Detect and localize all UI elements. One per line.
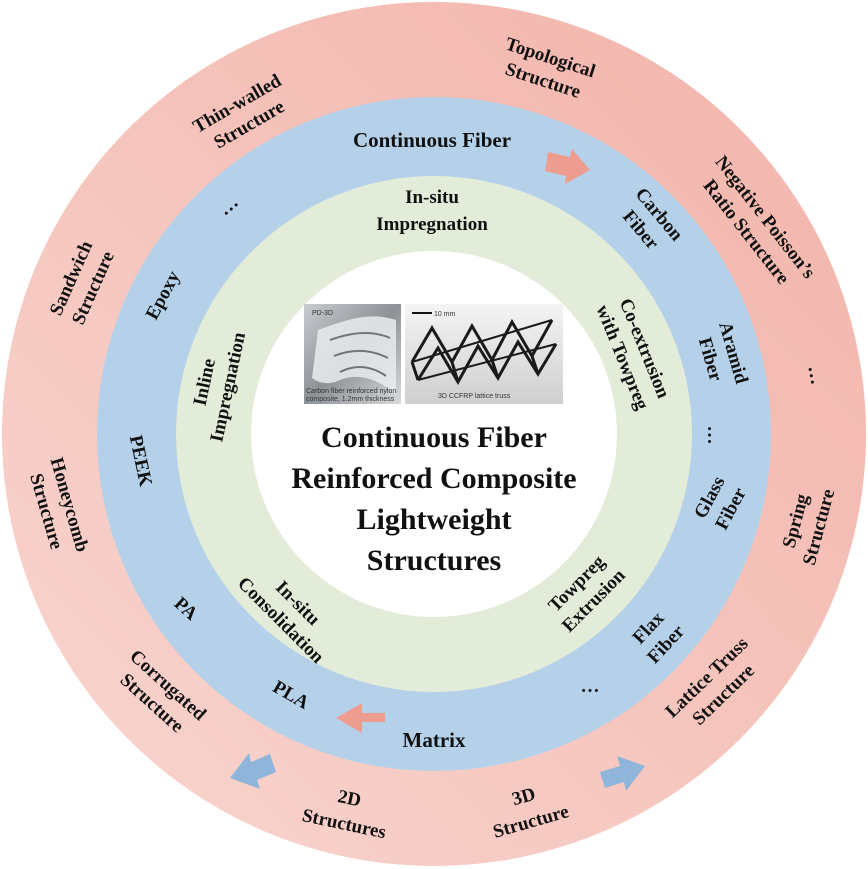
- center-title-line-1: Continuous Fiber: [321, 421, 547, 454]
- label-matrix: Matrix: [403, 728, 466, 752]
- arrow-3d-icon: [600, 756, 645, 791]
- photo-left-caption-2: composite, 1.2mm thickness: [306, 396, 395, 403]
- center-title-line-2: Reinforced Composite: [291, 462, 576, 495]
- photo-right: 10 mm 3D CCFRP lattice truss: [405, 304, 563, 404]
- photo-left: PD-3D Carbon fiber reinforced nylon comp…: [304, 304, 401, 404]
- photo-left-tag: PD-3D: [312, 310, 333, 317]
- in-situ-impregnation-line-2: Impregnation: [376, 214, 488, 235]
- center-title: Continuous Fiber Reinforced Composite Li…: [291, 421, 576, 577]
- center-title-line-3: Lightweight: [356, 503, 511, 536]
- photo-left-caption-1: Carbon fiber reinforced nylon: [306, 388, 396, 395]
- arrow-matrix-icon: [336, 703, 385, 733]
- fiber-ellipsis-right: …: [703, 426, 724, 445]
- center-title-line-4: Structures: [367, 544, 501, 577]
- photo-right-scale: 10 mm: [434, 311, 456, 318]
- fiber-ellipsis-bottom: …: [581, 676, 600, 697]
- in-situ-impregnation-line-1: In-situ: [405, 187, 459, 208]
- structure-ellipsis-right: …: [803, 364, 827, 386]
- arrow-2d-icon: [230, 753, 276, 789]
- label-in-situ-impregnation: In-situ Impregnation: [376, 187, 488, 235]
- arrow-continuous-fiber-icon: [545, 149, 590, 184]
- 2d-structures-line-1: 2D: [336, 786, 363, 811]
- label-continuous-fiber: Continuous Fiber: [353, 128, 511, 152]
- photo-right-caption: 3D CCFRP lattice truss: [438, 393, 511, 400]
